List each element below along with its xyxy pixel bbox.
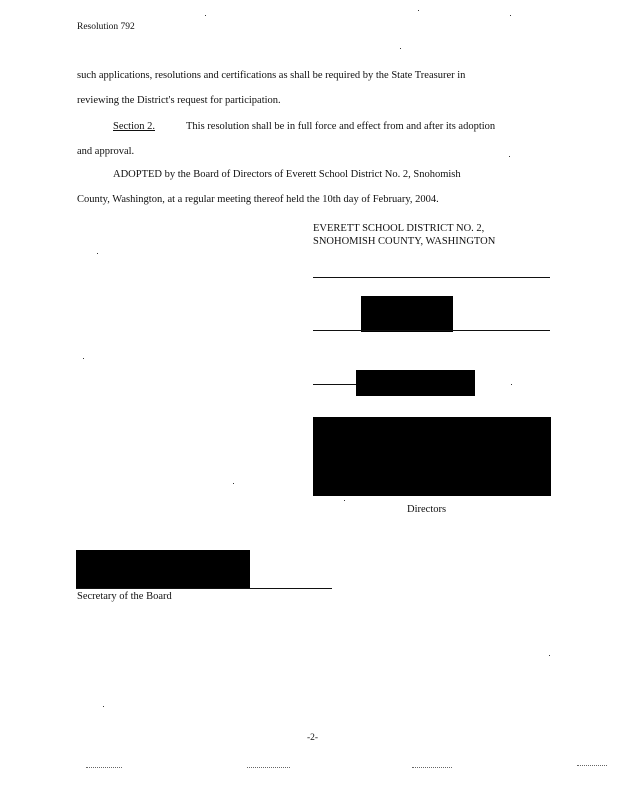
scan-speck (344, 500, 345, 501)
signature-line-3 (313, 384, 358, 385)
redaction-block-signature-4 (313, 417, 551, 496)
secretary-signature-line (76, 588, 332, 589)
page-number: -2- (307, 733, 319, 743)
scan-speck (400, 48, 401, 49)
district-name-line-2: SNOHOMISH COUNTY, WASHINGTON (313, 236, 496, 247)
scan-speck (511, 384, 512, 385)
scan-artifact-line (412, 767, 452, 769)
continuation-line-1: such applications, resolutions and certi… (77, 70, 466, 81)
redaction-block-signature-3 (356, 370, 475, 396)
adopted-line-1: ADOPTED by the Board of Directors of Eve… (113, 169, 461, 180)
signature-line-2 (313, 330, 550, 331)
secretary-label: Secretary of the Board (77, 591, 172, 602)
continuation-paragraph: such applications, resolutions and certi… (77, 69, 549, 107)
redaction-block-signature-2 (361, 296, 453, 332)
scan-speck (97, 253, 98, 254)
district-name-line-1: EVERETT SCHOOL DISTRICT NO. 2, (313, 223, 485, 234)
section2-label-text: Section 2. (113, 121, 155, 132)
section2-text-line-1: This resolution shall be in full force a… (186, 121, 496, 132)
section2-label: Section 2. (113, 120, 155, 133)
directors-label: Directors (407, 504, 447, 515)
section2-text-line-2: and approval. (77, 146, 135, 157)
scan-artifact-line (86, 767, 122, 769)
scan-artifact-line (247, 767, 290, 769)
resolution-header: Resolution 792 (77, 22, 135, 32)
scan-speck (103, 706, 104, 707)
scan-artifact-line (577, 765, 607, 767)
scan-speck (549, 655, 550, 656)
signature-line-1 (313, 277, 550, 278)
redaction-block-secretary (76, 550, 250, 589)
adopted-line-2: County, Washington, at a regular meeting… (77, 194, 439, 205)
scan-speck (418, 10, 419, 11)
scan-speck (233, 483, 234, 484)
continuation-line-2: reviewing the District's request for par… (77, 95, 281, 106)
scan-speck (510, 15, 511, 16)
scan-speck (509, 156, 510, 157)
scan-speck (83, 358, 84, 359)
scan-speck (205, 15, 206, 16)
